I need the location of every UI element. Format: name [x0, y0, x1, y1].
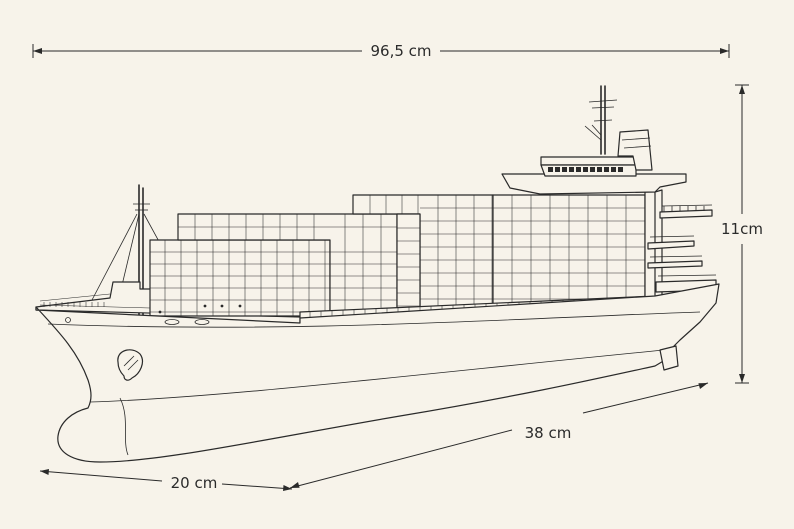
container-stacks	[149, 194, 646, 317]
hull	[35, 283, 720, 463]
detail-line	[39, 293, 111, 302]
bridge-window	[590, 167, 595, 172]
height-label: 11cm	[721, 220, 763, 238]
overall-length-dimension: 96,5 cm	[32, 42, 730, 60]
overall-length-label: 96,5 cm	[370, 42, 431, 60]
bow-length-dimension: 20 cm	[39, 469, 293, 492]
bridge-window	[597, 167, 602, 172]
bridge-window	[604, 167, 609, 172]
container-ship	[35, 85, 720, 463]
bridge-window	[618, 167, 623, 172]
bridge-window	[576, 167, 581, 172]
hull-length-label: 38 cm	[525, 424, 572, 442]
bridge-window	[562, 167, 567, 172]
bow-length-label: 20 cm	[171, 474, 218, 492]
bridge-window	[548, 167, 553, 172]
height-dimension: 11cm	[721, 84, 763, 384]
bridge-window	[611, 167, 616, 172]
bridge-window	[583, 167, 588, 172]
bridge-window	[555, 167, 560, 172]
hull-length-dimension: 38 cm	[289, 382, 709, 489]
bridge-window	[569, 167, 574, 172]
